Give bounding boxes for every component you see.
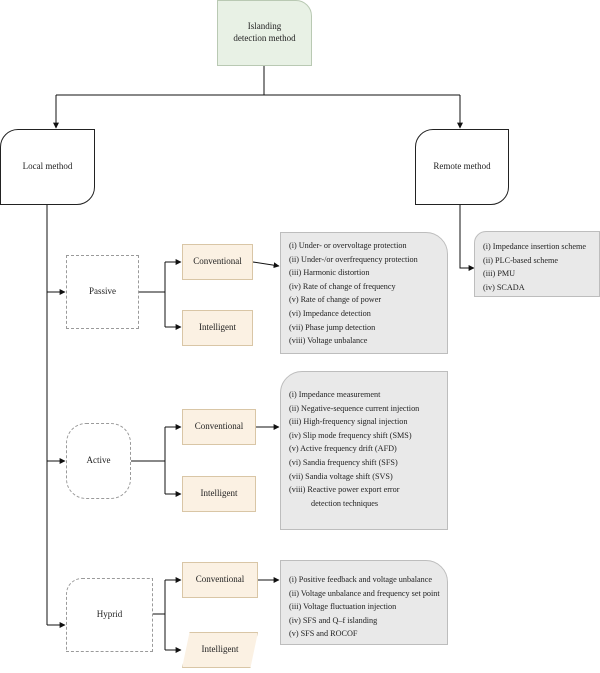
- list-item: (vi) Impedance detection: [289, 308, 371, 318]
- list-item: detection techniques: [311, 498, 379, 508]
- active-conventional-node: Conventional: [182, 409, 256, 445]
- remote-method-label: Remote method: [433, 161, 491, 172]
- active-techniques-list: (i) Impedance measurement (ii) Negative-…: [280, 371, 448, 530]
- list-item: (i) Under- or overvoltage protection: [289, 241, 407, 250]
- list-item: (iv) Rate of change of frequency: [289, 281, 396, 291]
- remote-list-connector: [459, 205, 475, 271]
- root-label-line1: Islanding: [247, 21, 282, 32]
- passive-intelligent-label: Intelligent: [199, 322, 236, 333]
- list-item: (viii) Reactive power export error: [289, 485, 400, 495]
- remote-method-node: Remote method: [415, 129, 509, 205]
- list-item: (i) Impedance measurement: [289, 390, 381, 399]
- passive-conventional-label: Conventional: [193, 256, 242, 267]
- list-item: (viii) Voltage unbalance: [289, 336, 368, 346]
- list-item: (iii) High-frequency signal injection: [289, 417, 408, 427]
- list-item: (ii) Negative-sequence current injection: [289, 403, 420, 413]
- list-item: (vi) Sandia frequency shift (SFS): [289, 457, 398, 467]
- list-item: (vii) Phase jump detection: [289, 322, 376, 332]
- list-item: (i) Impedance insertion scheme: [483, 242, 586, 251]
- list-item: (v) Rate of change of power: [289, 295, 382, 305]
- remote-methods-list: (i) Impedance insertion scheme (ii) PLC-…: [474, 231, 600, 297]
- list-item: (v) Active frequency drift (AFD): [289, 444, 397, 454]
- list-item: (iv) SCADA: [483, 282, 525, 292]
- hyprid-node: Hyprid: [66, 578, 153, 652]
- active-intelligent-node: Intelligent: [182, 476, 256, 512]
- active-intelligent-label: Intelligent: [200, 488, 238, 499]
- active-node: Active: [66, 423, 131, 499]
- list-item: (iv) Slip mode frequency shift (SMS): [289, 430, 412, 440]
- hyprid-intelligent-node: Intelligent: [182, 632, 258, 668]
- active-label: Active: [86, 455, 111, 466]
- passive-techniques-list: (i) Under- or overvoltage protection (ii…: [280, 232, 448, 354]
- passive-node: Passive: [66, 255, 139, 329]
- list-item: (ii) Under-/or overfrequency protection: [289, 254, 418, 264]
- root-label-line2: detection method: [233, 33, 296, 43]
- list-item: (v) SFS and ROCOF: [289, 629, 358, 639]
- list-item: (ii) Voltage unbalance and frequency set…: [289, 588, 440, 598]
- hyprid-intelligent-label: Intelligent: [201, 644, 239, 655]
- root-node: Islanding detection method: [217, 0, 312, 66]
- passive-list-arrow: [252, 261, 280, 269]
- passive-conventional-node: Conventional: [182, 244, 253, 280]
- list-item: (ii) PLC-based scheme: [483, 255, 559, 265]
- passive-label: Passive: [89, 286, 116, 297]
- list-item: (iii) PMU: [483, 269, 516, 279]
- hyprid-techniques-list: (i) Positive feedback and voltage unbala…: [280, 560, 448, 645]
- list-item: (i) Positive feedback and voltage unbala…: [289, 575, 432, 584]
- list-item: (vii) Sandia voltage shift (SVS): [289, 471, 393, 481]
- list-item: (iii) Harmonic distortion: [289, 268, 370, 278]
- hyprid-conventional-label: Conventional: [195, 574, 245, 585]
- hyprid-conventional-node: Conventional: [182, 562, 258, 598]
- active-conventional-label: Conventional: [194, 421, 244, 432]
- list-item: (iv) SFS and Q–f islanding: [289, 615, 378, 625]
- hyprid-label: Hyprid: [96, 609, 123, 620]
- local-method-label: Local method: [22, 161, 73, 172]
- passive-intelligent-node: Intelligent: [182, 310, 253, 346]
- local-method-node: Local method: [0, 129, 95, 205]
- list-item: (iii) Voltage fluctuation injection: [289, 602, 397, 612]
